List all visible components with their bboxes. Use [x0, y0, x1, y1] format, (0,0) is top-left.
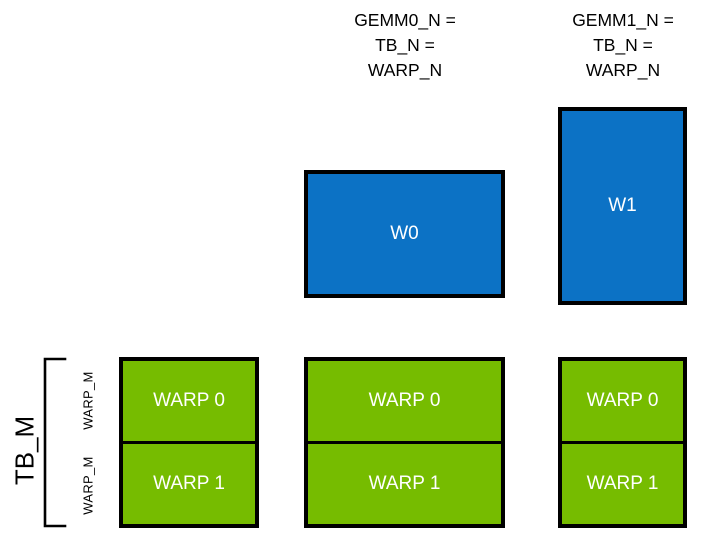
column-header-gemm0: GEMM0_N = TB_N = WARP_N	[354, 10, 456, 80]
warp-cell-label: WARP 0	[153, 390, 225, 411]
warp-cell-2-1: WARP 1	[562, 444, 683, 524]
warp-tile-label-w0: W0	[390, 223, 419, 244]
warp-cell-label: WARP 1	[368, 473, 441, 494]
warp-tile-label-w1: W1	[608, 195, 637, 216]
bracket-icon	[43, 357, 67, 528]
warp-cell-1-1: WARP 1	[308, 444, 501, 524]
tb-m-bracket	[41, 357, 67, 528]
warp-cell-label: WARP 0	[368, 390, 441, 411]
warp-cell-label: WARP 1	[153, 473, 225, 494]
tb-m-axis-label: TB_M	[9, 415, 40, 486]
warp-tile-box-w0: W0	[304, 170, 505, 298]
warp-cell-label: WARP 1	[586, 473, 659, 494]
warp-column-2: WARP 0 WARP 1	[558, 357, 687, 528]
warp-m-label-1: WARP_M	[80, 456, 96, 515]
warp-cell-label: WARP 0	[586, 390, 659, 411]
warp-column-0: WARP 0 WARP 1	[119, 357, 259, 528]
warp-column-1: WARP 0 WARP 1	[304, 357, 505, 528]
warp-cell-0-1: WARP 1	[123, 444, 255, 524]
warp-m-label-0: WARP_M	[80, 371, 96, 430]
warp-tile-box-w1: W1	[558, 107, 687, 305]
warp-cell-0-0: WARP 0	[123, 361, 255, 444]
warp-cell-1-0: WARP 0	[308, 361, 501, 444]
column-header-gemm1: GEMM1_N = TB_N = WARP_N	[572, 10, 674, 80]
warp-cell-2-0: WARP 0	[562, 361, 683, 444]
